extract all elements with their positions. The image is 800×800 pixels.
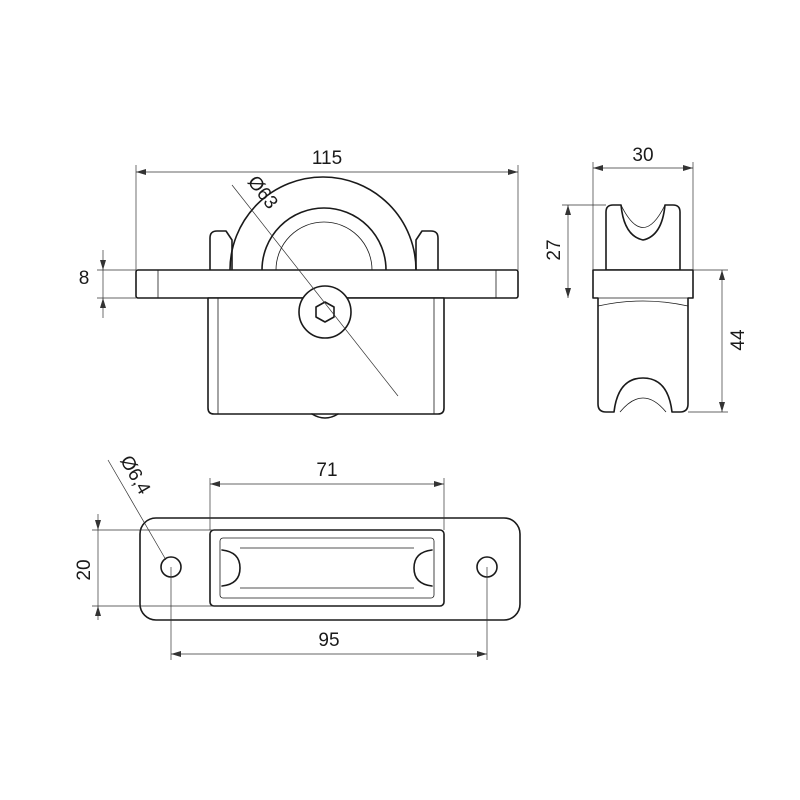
- mounting-plate: [139, 517, 521, 621]
- dim-wheel-diameter: Ø63: [243, 172, 282, 213]
- dim-hole-diameter: Ø6,4: [115, 452, 154, 499]
- side-wheel: [605, 204, 681, 271]
- slot-inner: [219, 537, 435, 599]
- slot-right-clip: [413, 549, 433, 587]
- front-wheel: [229, 176, 417, 271]
- dim-body-height: 44: [728, 329, 749, 351]
- front-left-lip: [209, 230, 233, 271]
- front-housing: [207, 297, 445, 415]
- front-wheel-inner-ring: [275, 221, 373, 271]
- dim-flange-thickness: 8: [79, 268, 90, 289]
- dim-hole-spacing: 95: [318, 630, 339, 651]
- side-wheel-bottom-groove: [619, 397, 667, 413]
- dim-overall-width: 115: [312, 148, 342, 169]
- front-wheel-hub: [261, 207, 387, 271]
- axle-bolt-head: [298, 285, 352, 339]
- side-body: [592, 269, 694, 413]
- front-right-lip: [415, 230, 439, 271]
- side-flange-curve: [597, 300, 689, 307]
- dim-slot-length: 71: [316, 460, 337, 481]
- side-wheel-groove: [620, 204, 666, 228]
- front-view: [135, 176, 519, 419]
- dim-wheel-height: 27: [544, 239, 565, 260]
- dim-plate-width: 20: [74, 559, 95, 580]
- slot-left-clip: [221, 549, 241, 587]
- dim-side-width: 30: [632, 145, 653, 166]
- slot-outer: [209, 529, 445, 607]
- dimension-lines: [92, 162, 728, 660]
- hex-socket-icon: [315, 301, 335, 323]
- front-wheel-bottom: [311, 413, 339, 419]
- side-view: [592, 204, 694, 413]
- top-view: [139, 517, 521, 621]
